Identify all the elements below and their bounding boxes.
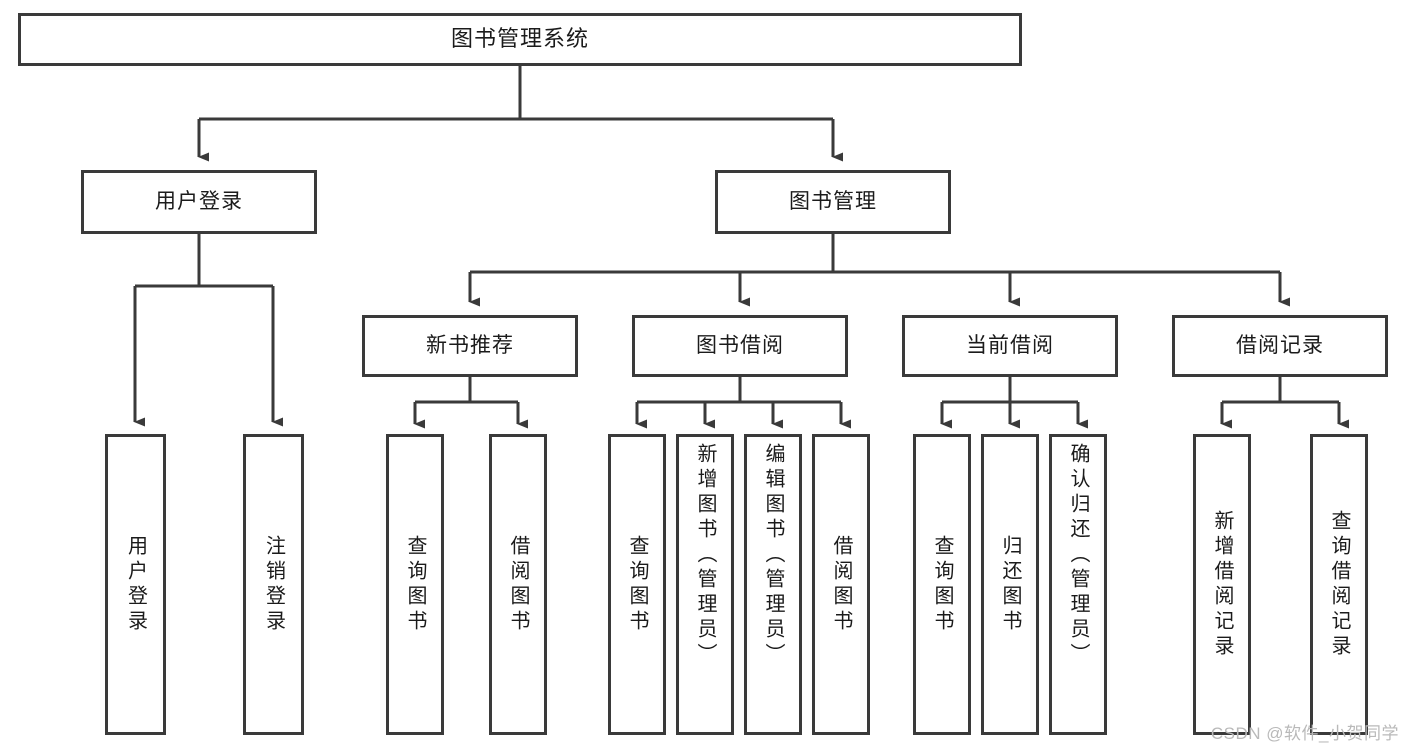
node-label: 用户登录	[124, 534, 147, 635]
node-borrow-record[interactable]: 借阅记录	[1172, 315, 1388, 377]
node-root-system[interactable]: 图书管理系统	[18, 13, 1022, 66]
node-label: 借阅记录	[1236, 334, 1324, 358]
node-label: 新增借阅记录	[1211, 509, 1233, 660]
node-current-borrow[interactable]: 当前借阅	[902, 315, 1118, 377]
node-label: 查询图书	[931, 534, 953, 635]
node-label: 当前借阅	[966, 334, 1054, 358]
node-book-borrow[interactable]: 图书借阅	[632, 315, 848, 377]
leaf-current-confirm-return-admin[interactable]: 确认归还（管理员）	[1049, 434, 1107, 735]
node-label: 图书管理	[789, 190, 877, 214]
leaf-user-login-logout[interactable]: 注销登录	[243, 434, 304, 735]
leaf-borrow-edit-book-admin[interactable]: 编辑图书（管理员）	[744, 434, 802, 735]
node-label: 图书管理系统	[450, 26, 589, 52]
leaf-user-login-login[interactable]: 用户登录	[105, 434, 166, 735]
node-label: 新书推荐	[426, 334, 514, 358]
node-label: 归还图书	[999, 534, 1021, 635]
leaf-recommend-query-book[interactable]: 查询图书	[386, 434, 444, 735]
node-label: 查询借阅记录	[1328, 509, 1350, 660]
node-label: 注销登录	[262, 534, 285, 635]
leaf-borrow-add-book-admin[interactable]: 新增图书（管理员）	[676, 434, 734, 735]
node-label: 用户登录	[155, 190, 243, 214]
leaf-recommend-borrow-book[interactable]: 借阅图书	[489, 434, 547, 735]
leaf-borrow-borrow-book[interactable]: 借阅图书	[812, 434, 870, 735]
node-label: 借阅图书	[830, 534, 852, 635]
node-label: 借阅图书	[507, 534, 529, 635]
leaf-record-query-record[interactable]: 查询借阅记录	[1310, 434, 1368, 735]
leaf-current-query-book[interactable]: 查询图书	[913, 434, 971, 735]
node-book-management[interactable]: 图书管理	[715, 170, 951, 234]
leaf-record-add-record[interactable]: 新增借阅记录	[1193, 434, 1251, 735]
node-label: 查询图书	[404, 534, 426, 635]
leaf-borrow-query-book[interactable]: 查询图书	[608, 434, 666, 735]
node-label: 图书借阅	[696, 334, 784, 358]
node-user-login[interactable]: 用户登录	[81, 170, 317, 234]
node-label: 查询图书	[626, 534, 648, 635]
node-label: 编辑图书（管理员）	[762, 443, 784, 668]
node-label: 确认归还（管理员）	[1067, 443, 1089, 668]
node-new-book-recommend[interactable]: 新书推荐	[362, 315, 578, 377]
node-label: 新增图书（管理员）	[694, 443, 716, 668]
leaf-current-return-book[interactable]: 归还图书	[981, 434, 1039, 735]
csdn-watermark: CSDN @软件_小贺同学	[1210, 724, 1399, 743]
